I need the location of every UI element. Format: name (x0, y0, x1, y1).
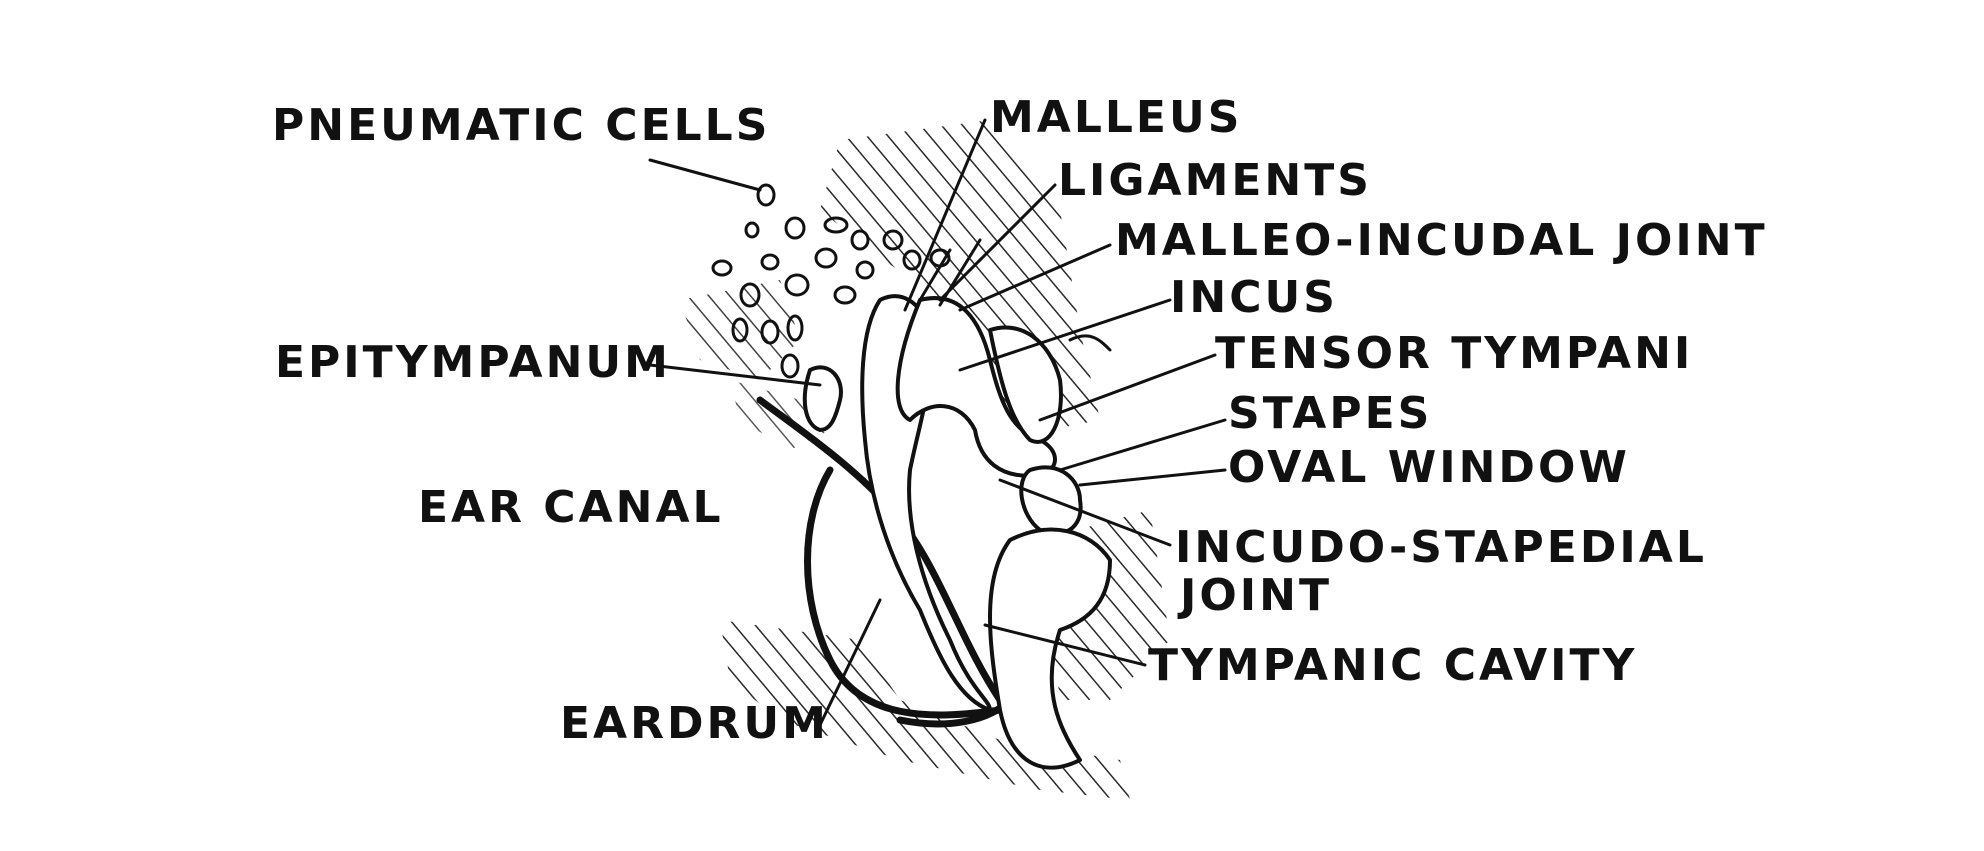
cell (850, 229, 870, 251)
cell (784, 273, 810, 297)
epitympanum-leader (648, 363, 822, 387)
label-epitympanum: EPITYMPANUM (275, 337, 671, 388)
cell (711, 259, 733, 277)
incus-leader (958, 298, 1172, 372)
cell (814, 247, 838, 269)
label-tensor-tympani: TENSOR TYMPANI (1215, 328, 1693, 379)
label-malleus: MALLEUS (990, 92, 1242, 143)
cell (855, 260, 875, 280)
cell (786, 314, 804, 342)
cell (744, 221, 760, 239)
label-ear-canal: EAR CANAL (418, 482, 724, 533)
ligament-stroke (918, 248, 952, 302)
label-incudo-stapedial-joint: JOINT (1177, 570, 1332, 621)
oval-window-leader (1078, 468, 1227, 487)
cell (882, 229, 904, 251)
cell (833, 285, 857, 305)
malleus-leader (903, 118, 987, 312)
cell (823, 216, 849, 234)
tensor-tympani-leader (1038, 353, 1217, 422)
cell (731, 317, 749, 343)
stapes-leader (1058, 418, 1227, 472)
pneumatic-cells-drawing (711, 183, 951, 379)
tympanic-cavity-shape (988, 527, 1112, 770)
pneumatic-cells-leader (648, 158, 762, 192)
label-eardrum: EARDRUM (560, 698, 829, 749)
labels: PNEUMATIC CELLS MALLEUS LIGAMENTS MALLEO… (272, 92, 1768, 749)
cell (784, 216, 806, 240)
label-incus: INCUS (1170, 272, 1338, 323)
label-pneumatic-cells: PNEUMATIC CELLS (272, 100, 770, 151)
label-incudo-stapedial: INCUDO-STAPEDIAL (1175, 522, 1707, 573)
incudo-stapedial-leader (998, 478, 1172, 547)
label-tympanic-cavity: TYMPANIC CAVITY (1148, 640, 1637, 691)
malleo-incudal-leader (958, 243, 1112, 312)
cell (760, 253, 780, 271)
leader-lines (648, 118, 1227, 727)
upper-left-hatch (680, 280, 800, 380)
label-ligaments: LIGAMENTS (1058, 155, 1372, 206)
eardrum-outline (804, 466, 1004, 719)
ligament-stroke (1068, 334, 1112, 352)
label-stapes: STAPES (1228, 388, 1432, 439)
cell (780, 353, 800, 379)
cell (902, 249, 922, 271)
epitympanum-shape (802, 365, 843, 432)
tensor-tympani-shape (988, 325, 1063, 444)
label-malleo-incudal-joint: MALLEO-INCUDAL JOINT (1115, 215, 1768, 266)
cell (739, 282, 761, 308)
tympanic-cavity-leader (983, 623, 1147, 667)
cell (760, 319, 780, 345)
ligaments-leader (938, 183, 1057, 302)
eardrum-leader (818, 598, 882, 727)
label-oval-window: OVAL WINDOW (1228, 442, 1630, 493)
cell (756, 183, 776, 207)
